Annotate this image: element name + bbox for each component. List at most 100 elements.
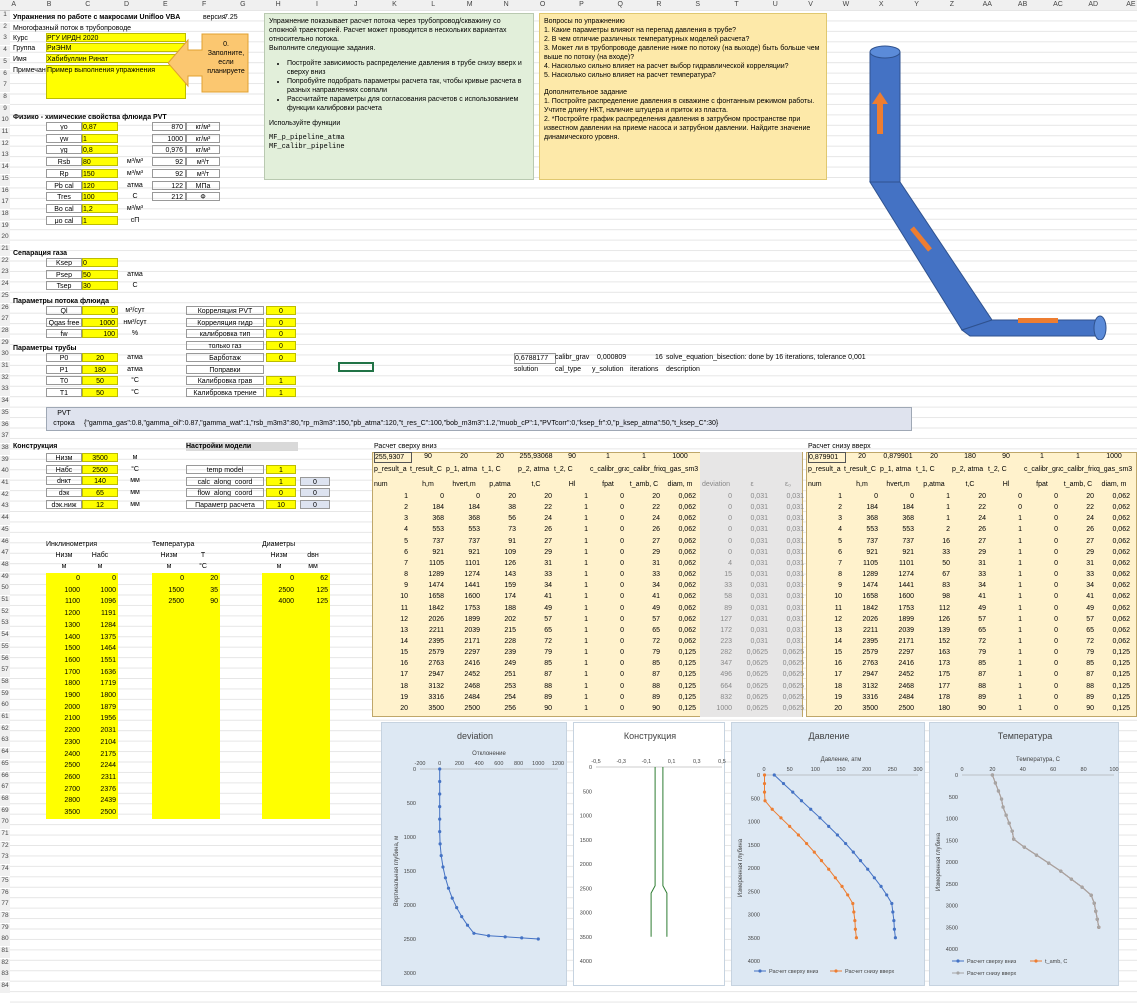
row-number[interactable]: 83: [0, 970, 10, 982]
table-cell[interactable]: 20: [210, 575, 218, 582]
table-cell[interactable]: 125: [316, 598, 328, 606]
table-cell[interactable]: 2311: [100, 773, 116, 781]
table-cell[interactable]: 3500: [64, 809, 80, 816]
column-letter[interactable]: N: [503, 1, 509, 8]
row-number[interactable]: 74: [0, 865, 10, 877]
row-number[interactable]: 52: [0, 607, 10, 619]
row-number[interactable]: 22: [0, 256, 10, 268]
model-setting-input[interactable]: 0: [266, 341, 296, 351]
row-number[interactable]: 24: [0, 280, 10, 292]
row-number[interactable]: 45: [0, 525, 10, 537]
construction-input[interactable]: 12: [82, 499, 118, 509]
row-number[interactable]: 48: [0, 560, 10, 572]
row-number[interactable]: 59: [0, 689, 10, 701]
model-setting-input[interactable]: 0: [266, 306, 296, 315]
table-cell[interactable]: 2439: [100, 797, 116, 805]
pipe-param-input[interactable]: 50: [82, 388, 118, 398]
model-setting-input[interactable]: 0: [266, 329, 296, 339]
construction-input[interactable]: 3500: [82, 453, 118, 462]
column-letter[interactable]: W: [842, 1, 850, 8]
row-number[interactable]: 29: [0, 338, 10, 350]
row-number[interactable]: 31: [0, 362, 10, 373]
row-number[interactable]: 33: [0, 385, 10, 397]
model-setting-input[interactable]: 1: [266, 476, 296, 486]
model-setting-extra[interactable]: 0: [300, 488, 330, 498]
column-letter[interactable]: L: [431, 1, 436, 8]
row-number[interactable]: 16: [0, 186, 10, 198]
column-letter[interactable]: C: [85, 1, 91, 8]
row-number[interactable]: 38: [0, 443, 10, 455]
row-number[interactable]: 54: [0, 631, 10, 643]
table-cell[interactable]: 1600: [64, 656, 80, 664]
table-cell[interactable]: 1300: [64, 621, 80, 629]
row-number[interactable]: 2: [0, 22, 10, 34]
flow-param-input[interactable]: 100: [82, 329, 118, 339]
table-cell[interactable]: 0: [180, 575, 184, 582]
column-letter[interactable]: Y: [914, 1, 919, 8]
table-cell[interactable]: 2200: [64, 727, 80, 735]
row-number[interactable]: 19: [0, 221, 10, 233]
row-number[interactable]: 75: [0, 876, 10, 888]
column-letter[interactable]: T: [734, 1, 739, 8]
table-cell[interactable]: 2031: [100, 727, 116, 735]
table-cell[interactable]: 2104: [100, 738, 116, 746]
table-cell[interactable]: 2400: [64, 750, 80, 758]
row-number[interactable]: 57: [0, 666, 10, 678]
table-cell[interactable]: 1000: [100, 586, 116, 594]
column-letter[interactable]: E: [162, 1, 168, 8]
row-number[interactable]: 62: [0, 724, 10, 736]
table-cell[interactable]: 4000: [278, 598, 294, 606]
table-cell[interactable]: 2500: [64, 762, 80, 770]
selected-cell[interactable]: [338, 362, 374, 372]
table-cell[interactable]: 0: [290, 575, 294, 582]
column-letter[interactable]: AB: [1017, 1, 1028, 8]
column-letter[interactable]: R: [656, 1, 662, 8]
row-number[interactable]: 28: [0, 326, 10, 338]
table-cell[interactable]: 1464: [100, 645, 116, 653]
column-letter[interactable]: J: [353, 1, 358, 8]
row-number[interactable]: 73: [0, 853, 10, 865]
row-number[interactable]: 50: [0, 584, 10, 596]
table-cell[interactable]: 1551: [100, 656, 116, 664]
group-input[interactable]: РиЭНМ: [46, 43, 186, 52]
pvt-param-input[interactable]: 0,87: [82, 122, 118, 131]
column-letter[interactable]: P: [579, 1, 584, 8]
column-letter[interactable]: M: [466, 1, 473, 8]
table-cell[interactable]: 1400: [64, 633, 80, 641]
table-cell[interactable]: 1800: [100, 692, 116, 699]
pvt-param-input[interactable]: 1,2: [82, 203, 118, 213]
pvt-string-value[interactable]: {"gamma_gas":0.8,"gamma_oil":0.87,"gamma…: [84, 420, 719, 427]
pvt-param-input[interactable]: 120: [82, 180, 118, 190]
row-number[interactable]: 13: [0, 151, 10, 163]
column-letter[interactable]: G: [240, 1, 246, 8]
row-number[interactable]: 71: [0, 830, 10, 841]
row-number[interactable]: 68: [0, 794, 10, 806]
gas-param-input[interactable]: 50: [82, 269, 118, 279]
note-input[interactable]: Пример выполнения упражнения: [46, 65, 186, 99]
row-number[interactable]: 11: [0, 128, 10, 139]
row-number[interactable]: 69: [0, 806, 10, 818]
row-number[interactable]: 60: [0, 701, 10, 713]
row-number[interactable]: 20: [0, 233, 10, 245]
row-number[interactable]: 6: [0, 69, 10, 81]
model-setting-input[interactable]: 1: [266, 465, 296, 474]
row-number[interactable]: 40: [0, 467, 10, 479]
table-cell[interactable]: 2800: [64, 797, 80, 805]
row-number[interactable]: 41: [0, 479, 10, 490]
column-letter[interactable]: Q: [617, 1, 623, 8]
row-number[interactable]: 36: [0, 420, 10, 432]
column-letter[interactable]: K: [392, 1, 397, 8]
row-number[interactable]: 32: [0, 373, 10, 385]
row-number[interactable]: 18: [0, 209, 10, 221]
column-letter[interactable]: D: [124, 1, 130, 8]
pvt-param-input[interactable]: 1: [82, 215, 118, 225]
table-cell[interactable]: 1500: [64, 645, 80, 653]
table-cell[interactable]: 2244: [100, 762, 116, 770]
model-setting-input[interactable]: 0: [266, 352, 296, 362]
row-number[interactable]: 5: [0, 57, 10, 69]
row-number[interactable]: 67: [0, 783, 10, 795]
row-number[interactable]: 76: [0, 888, 10, 900]
row-number[interactable]: 3: [0, 34, 10, 46]
